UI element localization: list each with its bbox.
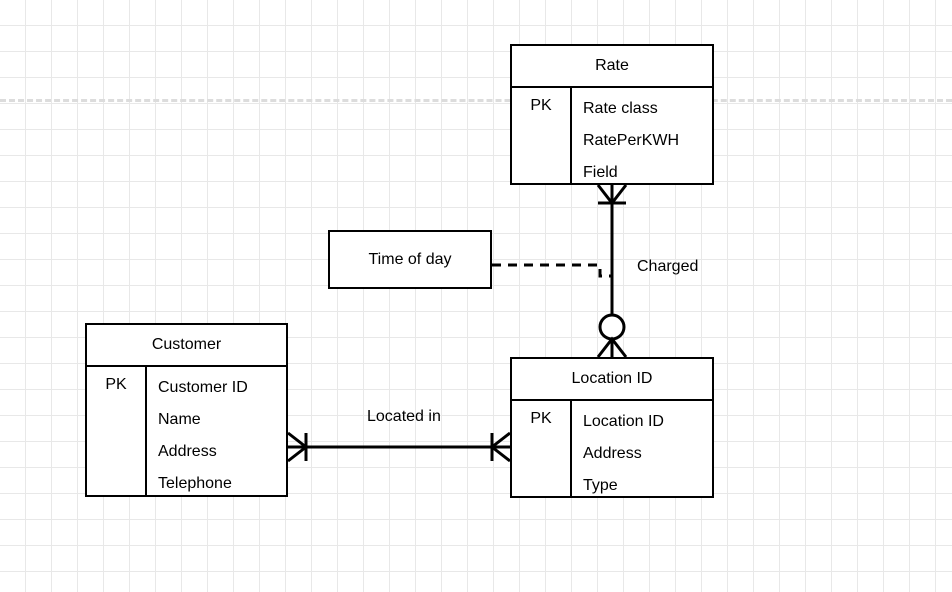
entity-customer-key-label: PK — [87, 367, 147, 495]
entity-location-id[interactable]: Location ID PK Location ID Address Type — [510, 357, 714, 498]
relationship-located-in[interactable] — [287, 431, 511, 463]
entity-rate-attributes: Rate class RatePerKWH Field — [572, 88, 712, 183]
attribute-rate-field: Field — [583, 164, 618, 181]
time-of-day-dashed-connector[interactable] — [492, 263, 612, 278]
attribute-location-id: Location ID — [583, 413, 664, 430]
entity-rate-body: PK Rate class RatePerKWH Field — [512, 88, 712, 183]
entity-location-id-body: PK Location ID Address Type — [512, 401, 712, 496]
attribute-customer-id: Customer ID — [158, 379, 248, 396]
entity-rate-title: Rate — [512, 46, 712, 88]
page-break-guide — [0, 99, 952, 102]
attribute-customer-telephone: Telephone — [158, 475, 232, 492]
entity-customer-title: Customer — [87, 325, 286, 367]
entity-location-id-title: Location ID — [512, 359, 712, 401]
box-time-of-day[interactable]: Time of day — [328, 230, 492, 289]
entity-customer-attributes: Customer ID Name Address Telephone — [147, 367, 286, 495]
relationship-charged[interactable] — [596, 184, 628, 358]
attribute-customer-address: Address — [158, 443, 217, 460]
attribute-location-address: Address — [583, 445, 642, 462]
entity-rate[interactable]: Rate PK Rate class RatePerKWH Field — [510, 44, 714, 185]
entity-rate-key-label: PK — [512, 88, 572, 183]
relationship-label-charged: Charged — [637, 258, 699, 275]
entity-location-id-key-label: PK — [512, 401, 572, 496]
box-time-of-day-label: Time of day — [368, 250, 452, 268]
attribute-customer-name: Name — [158, 411, 201, 428]
relationship-time-of-day-link[interactable] — [492, 263, 612, 278]
located-in-cardinality-right — [489, 431, 511, 463]
entity-customer[interactable]: Customer PK Customer ID Name Address Tel… — [85, 323, 288, 497]
attribute-rate-perkwh: RatePerKWH — [583, 132, 680, 149]
charged-cardinality-one-or-many — [596, 184, 628, 206]
charged-cardinality-zero-or-many — [596, 313, 628, 358]
attribute-rate-class: Rate class — [583, 100, 658, 117]
entity-customer-body: PK Customer ID Name Address Telephone — [87, 367, 286, 495]
relationship-label-located-in: Located in — [367, 408, 441, 425]
attribute-location-type: Type — [583, 477, 618, 494]
zero-circle-icon — [598, 313, 626, 341]
entity-location-id-attributes: Location ID Address Type — [572, 401, 712, 496]
located-in-cardinality-left — [287, 431, 309, 463]
